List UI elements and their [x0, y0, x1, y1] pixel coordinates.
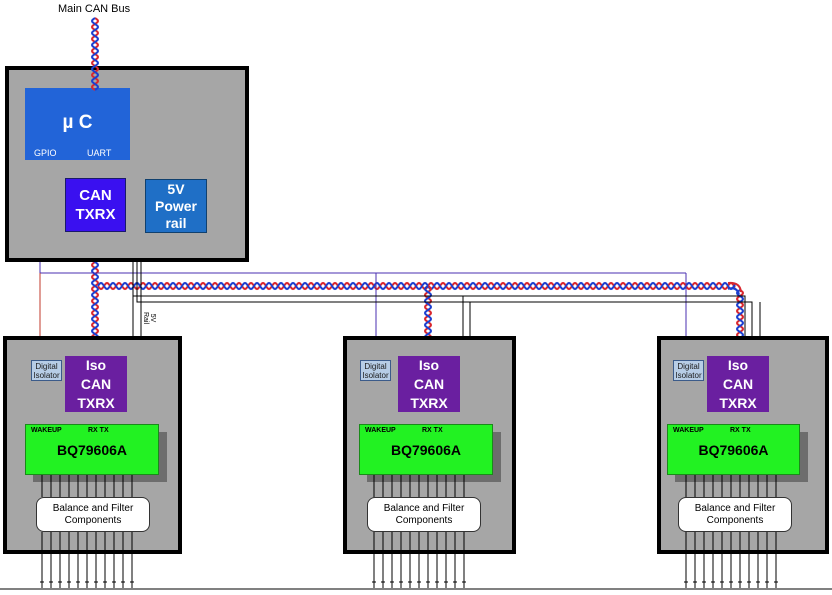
balance-filter-1-line-1: Balance and Filter: [52, 502, 134, 514]
bq-chip-2: WAKEUP RX TX BQ79606A: [359, 424, 493, 475]
can-transceiver-line-2: TXRX: [75, 206, 116, 223]
main-can-bus-wire-blue: [90, 17, 100, 91]
uart-pin-label: UART: [87, 148, 112, 158]
power-rail-line-3: rail: [165, 214, 187, 231]
iso-can-2-line-2: CAN: [413, 375, 445, 392]
digital-isolator-2-line-1: Digital: [364, 361, 387, 371]
iso-can-3-line-3: TXRX: [719, 394, 757, 411]
digital-isolator-1-line-1: Digital: [35, 361, 58, 371]
iso-can-1-line-1: Iso: [85, 356, 107, 373]
balance-filter-3-line-2: Components: [706, 514, 764, 526]
balance-filter-2-line-1: Balance and Filter: [383, 502, 465, 514]
iso-can-3-line-2: CAN: [722, 375, 754, 392]
iso-can-1-line-2: CAN: [80, 375, 112, 392]
bq-chip-3-rxtx-pin: RX TX: [730, 427, 751, 434]
digital-isolator-3-line-1: Digital: [677, 361, 700, 371]
bq-chip-1-rxtx-pin: RX TX: [88, 427, 109, 434]
bq-chip-1-label: BQ79606A: [56, 441, 128, 458]
can-transceiver-line-1: CAN: [79, 187, 112, 204]
iso-can-2-line-3: TXRX: [410, 394, 448, 411]
bq-chip-3: WAKEUP RX TX BQ79606A: [667, 424, 800, 475]
power-rail-line-1: 5V: [167, 180, 185, 197]
digital-isolator-2-line-2: Isolator: [362, 370, 389, 380]
digital-isolator-3-line-2: Isolator: [675, 370, 702, 380]
bq-chip-2-wakeup-pin: WAKEUP: [365, 427, 396, 434]
rail-wire-b: [136, 232, 753, 356]
power-rail-block: 5V Power rail: [145, 179, 207, 233]
iso-can-3-line-1: Iso: [727, 356, 749, 373]
can-chain-end-blue: [727, 287, 740, 295]
can-transceiver: CAN TXRX: [65, 178, 126, 232]
balance-filter-1-line-2: Components: [64, 514, 122, 526]
bq-chip-1-wakeup-pin: WAKEUP: [31, 427, 62, 434]
bq-chip-2-label: BQ79606A: [390, 441, 462, 458]
rail-wire-a: [132, 232, 746, 356]
balance-filter-3-line-1: Balance and Filter: [694, 502, 776, 514]
microcontroller: µ C GPIO UART: [25, 88, 130, 160]
iso-can-1-line-3: TXRX: [77, 394, 115, 411]
main-can-bus-label: Main CAN Bus: [58, 3, 131, 15]
digital-isolator-1-line-2: Isolator: [33, 370, 60, 380]
gpio-pin-label: GPIO: [34, 148, 57, 158]
iso-can-2-line-1: Iso: [418, 356, 440, 373]
bq-chip-2-rxtx-pin: RX TX: [422, 427, 443, 434]
bq-chip-1: WAKEUP RX TX BQ79606A: [25, 424, 159, 475]
mcu-title: µ C: [62, 112, 93, 133]
can-chain-wire-blue: [97, 281, 736, 291]
can-chain-end-red: [727, 281, 742, 293]
power-rail-line-2: Power: [154, 197, 197, 214]
bq-chip-3-label: BQ79606A: [698, 441, 769, 458]
bq-chip-3-wakeup-pin: WAKEUP: [673, 427, 704, 434]
balance-filter-2-line-2: Components: [395, 514, 453, 526]
